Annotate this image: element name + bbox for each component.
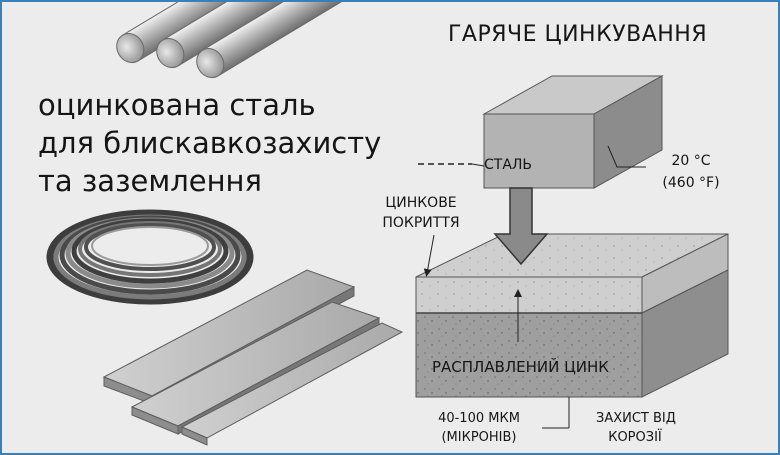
thickness-line-2: (МІКРОНІВ) [441,430,517,445]
zinc-coating-label: ЦИНКОВЕ ПОКРИТТЯ [372,193,470,233]
protection-line-1: ЗАХИСТ ВІД [596,411,676,426]
thickness-label: 40-100 МКМ (МІКРОНІВ) [419,409,539,447]
protection-line-2: КОРОЗІЇ [608,430,662,445]
subtitle-line-3: та заземлення [38,164,262,198]
temperature-fahrenheit: (460 °F) [662,175,720,191]
corrosion-protection-label: ЗАХИСТ ВІД КОРОЗІЇ [596,409,676,447]
zinc-bath-illustration [415,233,729,398]
steel-block-illustration [482,75,664,189]
zinc-coating-line-2: ПОКРИТТЯ [382,215,460,231]
subtitle: оцинкована сталь для блискавкозахисту та… [38,86,458,200]
steel-strips-illustration [102,269,404,446]
molten-zinc-label: РАСПЛАВЛЕНИЙ ЦИНК [432,358,609,376]
leader-lines [418,145,646,429]
subtitle-line-2: для блискавкозахисту [38,126,382,160]
thickness-line-1: 40-100 МКМ [438,411,520,426]
steel-label: СТАЛЬ [484,157,533,173]
wire-coil-illustration [46,209,254,305]
steel-rods-illustration [116,2,399,79]
zinc-coating-line-1: ЦИНКОВЕ [385,195,457,211]
page-title: ГАРЯЧЕ ЦИНКУВАННЯ [448,22,708,47]
temperature-label: 20 °C (460 °F) [646,150,736,194]
down-arrow-icon [493,187,549,266]
temperature-celsius: 20 °C [671,153,711,169]
subtitle-line-1: оцинкована сталь [38,88,316,122]
